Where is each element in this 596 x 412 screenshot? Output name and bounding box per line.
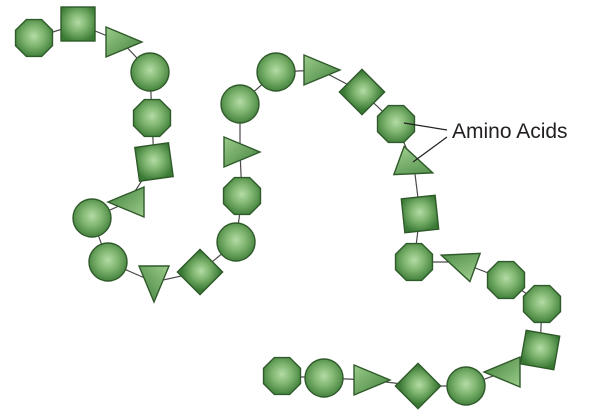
amino-acid-circle-16: [257, 53, 295, 91]
amino-acids-label: Amino Acids: [452, 120, 568, 143]
amino-acid-octagon-24: [488, 262, 525, 299]
amino-acid-circle-28: [447, 367, 485, 405]
amino-acid-diamond-18: [339, 69, 384, 114]
amino-acid-circle-8: [73, 199, 111, 237]
label-pointer-to-triangle: [413, 137, 447, 162]
amino-acid-circle-15: [221, 85, 259, 123]
amino-acid-circle-9: [89, 243, 127, 281]
amino-acid-triangle-27: [484, 357, 520, 387]
amino-acid-octagon-25: [524, 286, 561, 323]
amino-acid-diamond-11: [177, 249, 222, 294]
amino-acid-triangle-10: [139, 266, 169, 302]
amino-acid-diamond-29: [395, 363, 440, 408]
amino-acid-circle-4: [131, 53, 169, 91]
amino-acid-triangle-17: [304, 55, 340, 85]
amino-acid-octagon-22: [396, 244, 433, 281]
amino-acid-octagon-13: [224, 178, 261, 215]
amino-acid-circle-12: [217, 223, 255, 261]
amino-acid-triangle-14: [224, 137, 260, 167]
amino-acid-triangle-30: [354, 365, 390, 395]
amino-acid-square-2: [61, 7, 95, 41]
amino-acid-octagon-5: [134, 100, 171, 137]
amino-acid-triangle-3: [106, 27, 142, 57]
amino-acid-square-6: [135, 143, 173, 181]
amino-acid-square-26: [520, 330, 559, 369]
amino-acid-triangle-7: [108, 187, 144, 217]
residue-group: [16, 7, 561, 409]
amino-acid-square-21: [401, 195, 438, 232]
amino-acid-octagon-32: [264, 358, 301, 395]
amino-acid-octagon-1: [16, 20, 53, 57]
amino-acid-circle-31: [305, 359, 343, 397]
amino-acid-triangle-23: [436, 241, 480, 282]
